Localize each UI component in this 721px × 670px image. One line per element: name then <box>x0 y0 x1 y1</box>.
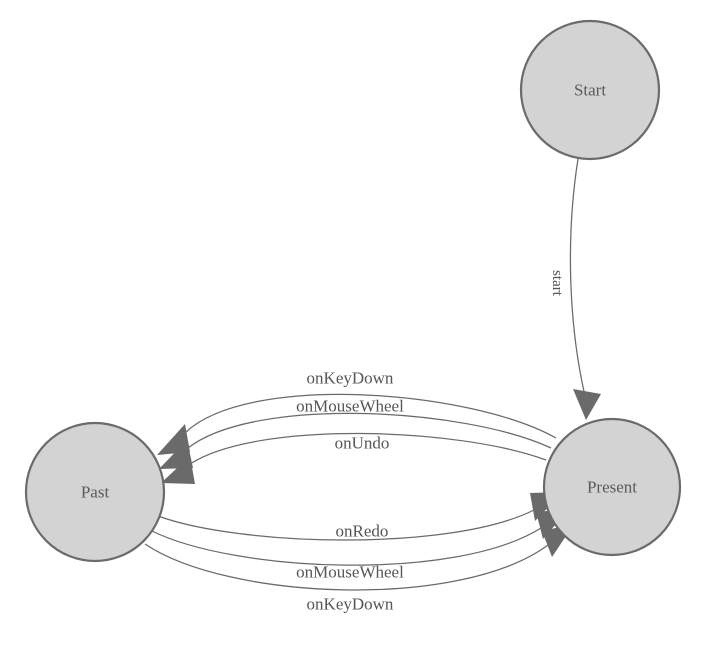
edge-present-to-past-onundo-path <box>189 432 547 465</box>
node-present-circle <box>542 417 682 557</box>
edge-start-to-present[interactable]: start <box>549 158 601 420</box>
node-start-label: Start <box>574 81 606 100</box>
edge-past-to-present-onredo-label: onRedo <box>336 522 389 541</box>
edge-past-to-present-onkeydown-path <box>144 543 549 591</box>
edge-past-to-present-onredo[interactable]: onRedo <box>157 492 563 541</box>
node-start[interactable]: Start <box>519 19 661 161</box>
edge-past-to-present-onkeydown-label: onKeyDown <box>307 595 394 614</box>
edge-past-to-present-onredo-path <box>157 509 535 541</box>
edge-present-to-past-onkeydown-path <box>185 393 557 439</box>
edge-present-to-past-onundo-label: onUndo <box>335 434 390 453</box>
node-past[interactable]: Past <box>24 421 166 563</box>
edge-past-to-present-onmousewheel-label: onMouseWheel <box>296 563 404 582</box>
edge-start-to-present-path <box>569 158 587 401</box>
node-past-label: Past <box>81 483 110 502</box>
edge-start-to-present-label: start <box>549 270 565 297</box>
node-start-circle <box>519 19 661 161</box>
edge-present-to-past-onundo[interactable]: onUndo <box>161 432 547 484</box>
edge-start-to-present-arrowhead <box>573 389 601 420</box>
edge-past-to-present-onmousewheel-path <box>151 527 542 566</box>
node-present-label: Present <box>587 478 637 497</box>
edge-present-to-past-onkeydown-label: onKeyDown <box>307 369 394 388</box>
edge-present-to-past-onundo-arrowhead <box>161 456 195 484</box>
edge-present-to-past-onmousewheel-label: onMouseWheel <box>296 397 404 416</box>
node-present[interactable]: Present <box>542 417 682 557</box>
edge-present-to-past-onmousewheel-path <box>187 412 552 449</box>
node-past-circle <box>24 421 166 563</box>
edge-past-to-present-onmousewheel[interactable]: onMouseWheel <box>151 509 569 582</box>
